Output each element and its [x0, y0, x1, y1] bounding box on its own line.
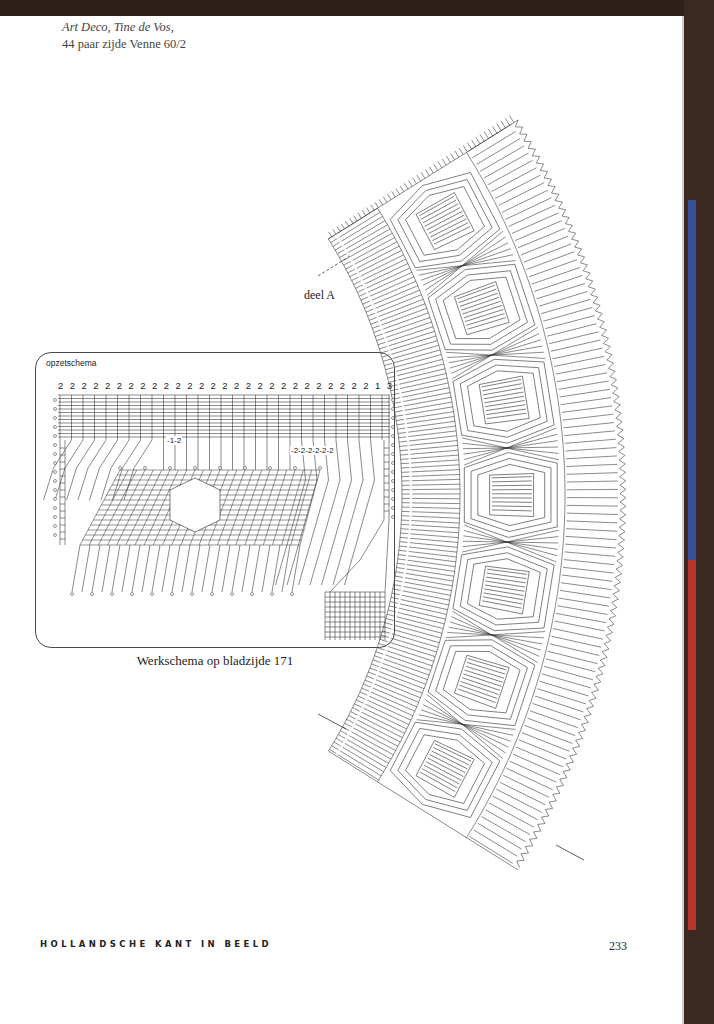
center-motif: [170, 478, 220, 532]
panel-heading: opzetschema: [46, 358, 384, 368]
cut-mark: [556, 845, 584, 860]
pin-hole: [231, 593, 234, 596]
right-edge: [684, 0, 714, 1024]
pin-hole: [119, 467, 122, 470]
pin-hole: [71, 593, 74, 596]
pair-count-row: 2 2 2 2 2 2 2 2 2 2 2 2 2 2 2 2 2 2 2 2 …: [58, 381, 392, 392]
pin-hole: [294, 467, 297, 470]
caption-note: Werkschema op bladzijde 171: [137, 654, 294, 669]
material-note: 44 paar zijde Venne 60/2: [62, 37, 186, 51]
pin-hole: [194, 467, 197, 470]
part-name: deel A: [304, 289, 335, 303]
pin-hole: [54, 453, 57, 456]
pin-hole: [54, 417, 57, 420]
pattern-title: Art Deco, Tine de Vos,: [62, 20, 174, 34]
ground-grid: [80, 470, 320, 545]
pin-hole: [54, 516, 57, 519]
top-edge: [0, 0, 714, 16]
pin-hole: [169, 467, 172, 470]
pin-hole: [269, 467, 272, 470]
pin-hole: [171, 593, 174, 596]
hexagon-cell: [390, 172, 557, 817]
pin-hole: [54, 408, 57, 411]
pin-hole: [54, 534, 57, 537]
hanging-threads: [72, 520, 389, 640]
pin-hole: [251, 593, 254, 596]
ladder-block: [416, 193, 534, 798]
pin-hole: [151, 593, 154, 596]
pin-hole: [54, 426, 57, 429]
cut-mark: [318, 256, 350, 276]
pin-hole: [54, 444, 57, 447]
pin-hole: [131, 593, 134, 596]
pin-hole: [54, 489, 57, 492]
lace-fan-pricking: [328, 116, 626, 870]
cut-marks: [318, 256, 584, 860]
page-number: 233: [609, 940, 627, 954]
braid-crossing: [417, 231, 560, 759]
running-footer: HOLLANDSCHE KANT IN BEELD: [40, 940, 272, 950]
cloth-stitch-grid: [44, 395, 391, 585]
pin-hole: [54, 507, 57, 510]
pin-hole: [319, 467, 322, 470]
pair-count: -1-2: [166, 436, 182, 445]
pin-hole: [271, 593, 274, 596]
pin-hole: [54, 435, 57, 438]
pin-hole: [54, 480, 57, 483]
diagram-panel: opzetschema: [35, 352, 395, 648]
pin-hole: [54, 399, 57, 402]
cover-strip-blue: [688, 200, 696, 560]
cut-mark: [318, 714, 346, 729]
pin-hole: [54, 525, 57, 528]
pin-hole: [291, 593, 294, 596]
pin-hole: [54, 498, 57, 501]
pin-hole: [91, 593, 94, 596]
pin-hole: [191, 593, 194, 596]
pin-hole: [211, 593, 214, 596]
pin-hole: [219, 467, 222, 470]
footside-band: [328, 116, 626, 870]
pin-hole: [244, 467, 247, 470]
pin-hole: [54, 471, 57, 474]
pin-hole: [144, 467, 147, 470]
page-edge-line: [682, 16, 684, 1024]
start-diagram-drawing: [44, 395, 395, 640]
cover-strip-red: [688, 560, 696, 930]
pair-count: -2-2-2-2-2-2: [290, 446, 335, 455]
pin-hole: [111, 593, 114, 596]
pin-hole: [54, 462, 57, 465]
